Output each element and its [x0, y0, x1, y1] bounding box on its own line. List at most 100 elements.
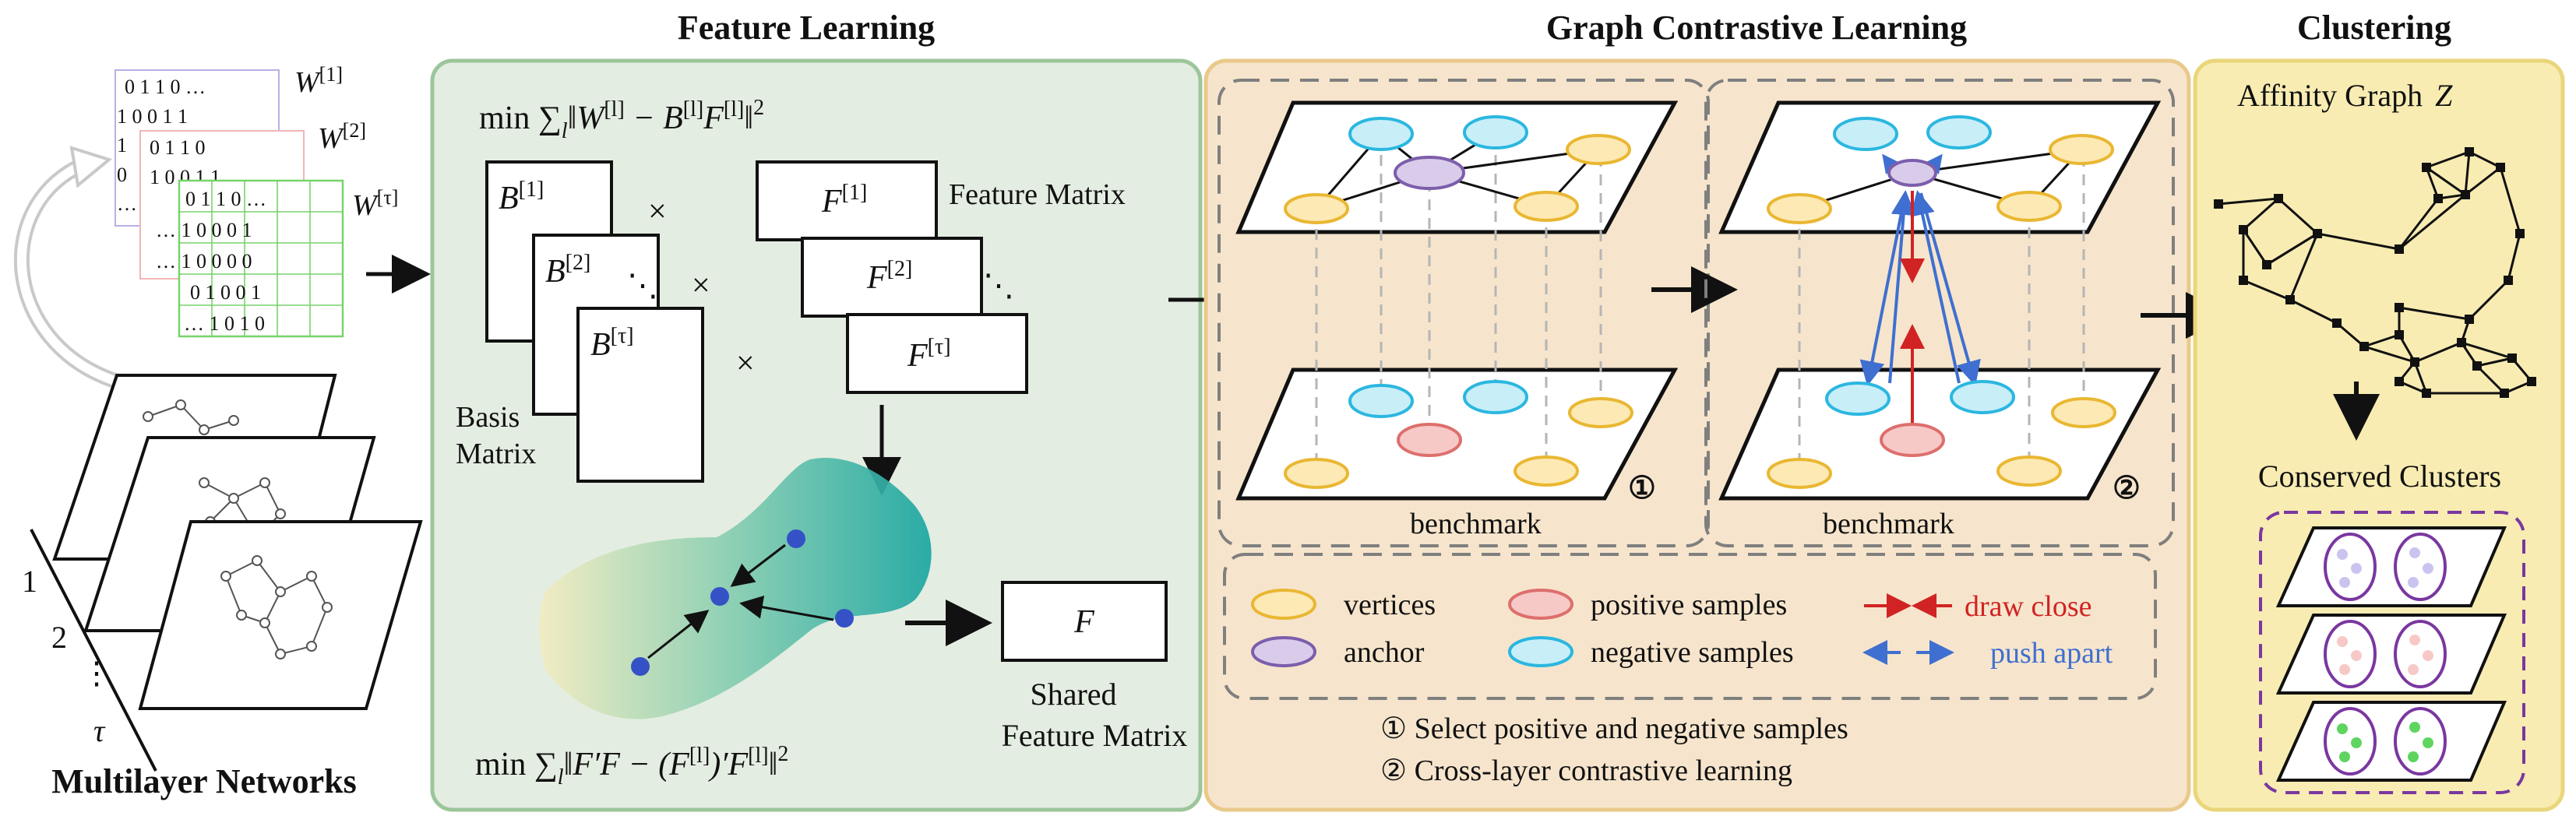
layer-index-tau: τ — [93, 713, 106, 748]
legend-vertices-label: vertices — [1344, 589, 1436, 621]
basis-label-1-base: B — [499, 181, 519, 216]
subpanel-2: benchmark ② — [1718, 100, 2162, 540]
layer-index-axis — [30, 529, 157, 772]
objective-top-square: 2 — [753, 96, 764, 120]
matrix-w1-row: 0 1 1 0 … — [125, 76, 206, 98]
matrix-wtau-row: 0 1 0 0 1 — [190, 281, 261, 304]
manifold-point — [710, 587, 729, 606]
vertex-node — [2051, 397, 2116, 428]
objective-top-close: ‖ — [744, 100, 753, 136]
manifold-point — [631, 657, 650, 676]
feature-dots: ⋱ — [983, 268, 1014, 303]
basis-label-2-sup: [2] — [566, 251, 591, 275]
legend: vertices anchor positive samples negativ… — [1251, 589, 2113, 670]
legend-negative-swatch — [1508, 636, 1573, 667]
conserved-cluster-layers — [2275, 526, 2507, 782]
matrix-wtau-row: … 1 0 1 0 — [184, 312, 265, 335]
cluster-group — [2394, 707, 2447, 776]
feature-label-tau: F[τ] — [907, 335, 951, 374]
objective-top-sup: [l] — [724, 97, 744, 121]
negative-node — [1825, 382, 1891, 416]
times-sign-1: × — [648, 194, 667, 230]
objective-top-mid: − B — [625, 100, 683, 136]
projection-lines — [1315, 136, 1602, 475]
objective-bottom: min ∑l‖F′F − (F[l])′F[l]‖2 — [475, 742, 788, 790]
feature-label-2-sup: [2] — [887, 257, 913, 281]
shared-feature-label-line2: Feature Matrix — [1002, 718, 1188, 753]
basis-label-tau-base: B — [590, 327, 611, 363]
legend-anchor-label: anchor — [1344, 636, 1425, 669]
manifold-arrow — [647, 610, 710, 659]
legend-vertex-swatch — [1251, 589, 1316, 620]
basis-matrix-label-line2: Matrix — [456, 438, 536, 470]
affinity-graph-nodes — [2214, 147, 2536, 398]
manifold-point — [787, 529, 805, 548]
push-apart-arrow — [1888, 190, 1916, 384]
negative-node — [1463, 115, 1528, 149]
basis-matrices: B[1] B[2] B[τ] ⋱ Basis Matrix — [456, 160, 704, 483]
vertex-node — [1996, 455, 2062, 487]
push-apart-arrow — [1919, 192, 1981, 386]
manifold-point — [835, 609, 854, 628]
cluster-points — [2337, 722, 2433, 762]
curved-gray-arrow — [13, 156, 120, 389]
push-apart-arrow — [1859, 192, 1907, 386]
step-1-caption: ① Select positive and negative samples — [1380, 712, 1848, 745]
matrix-label-wtau-sup: [τ] — [377, 186, 399, 209]
feature-label-2: F[2] — [866, 257, 912, 296]
projection-lines — [1798, 156, 2085, 475]
vertex-node — [1767, 193, 1832, 224]
times-sign-3: × — [736, 346, 755, 382]
layer-index-dots: ⋮ — [81, 656, 112, 691]
basis-label-1: B[1] — [499, 178, 544, 216]
objective-bottom-sup: [l] — [689, 744, 710, 768]
objective-top-min: min ∑ — [479, 100, 562, 136]
negative-node — [1463, 380, 1528, 414]
positive-node — [1880, 423, 1945, 457]
shared-feature-label-line1: Shared — [1030, 677, 1116, 712]
manifold-arrow — [739, 595, 834, 621]
cluster-layer-1 — [2275, 526, 2507, 607]
anchor-node — [1887, 159, 1937, 187]
clustering-box — [2193, 58, 2565, 812]
objective-bottom-mid: )′F — [708, 747, 748, 783]
feature-label-tau-sup: [τ] — [928, 335, 951, 359]
negative-node — [1833, 117, 1898, 151]
matrix-w1-row: 1 — [117, 134, 127, 157]
step-marker-2: ② — [2113, 470, 2141, 505]
shared-f-label: F — [1073, 604, 1094, 640]
vertex-node — [1514, 455, 1579, 487]
objective-top-sup: [l] — [604, 97, 624, 121]
feature-label-2-base: F — [866, 260, 887, 296]
basis-dots: ⋱ — [627, 268, 658, 303]
matrix-label-w1-sup: [1] — [319, 63, 343, 86]
manifold-arrow — [730, 543, 786, 587]
subpanel-1-frame — [1218, 79, 1710, 547]
manifold-points — [631, 529, 854, 676]
objective-bottom-square: 2 — [777, 742, 788, 766]
curved-gray-arrow-head — [69, 146, 113, 188]
objective-top-sup: [l] — [683, 97, 703, 121]
network-layers — [52, 374, 423, 710]
clustering-title: Clustering — [2297, 9, 2451, 47]
matrix-wtau-row: … 1 0 0 0 1 — [156, 219, 252, 241]
negative-node — [1950, 380, 2015, 414]
graph-contrastive-title: Graph Contrastive Learning — [1546, 9, 1967, 47]
step-marker-1: ① — [1628, 470, 1656, 505]
objective-bottom-min: min ∑ — [475, 747, 558, 783]
network-layer-tau — [138, 520, 423, 710]
curved-gray-arrow-inner — [16, 159, 118, 386]
basis-label-2: B[2] — [545, 251, 590, 290]
feature-label-tau-base: F — [907, 338, 928, 374]
graph-contrastive-panel: Graph Contrastive Learning — [1203, 9, 2191, 812]
negative-node — [1348, 384, 1414, 418]
matrix-label-wtau-base: W — [352, 189, 379, 222]
network-layer-tau-graph — [220, 555, 333, 659]
matrix-label-wtau: W[τ] — [352, 186, 398, 222]
shared-feature-matrix-box — [1001, 581, 1168, 662]
matrix-w1-row: 0 — [117, 164, 127, 186]
feature-label-1-base: F — [821, 184, 842, 220]
multilayer-networks-panel: 0 1 1 0 … 1 0 0 1 1 1 0 … 0 1 1 0 1 0 0 … — [13, 63, 431, 800]
